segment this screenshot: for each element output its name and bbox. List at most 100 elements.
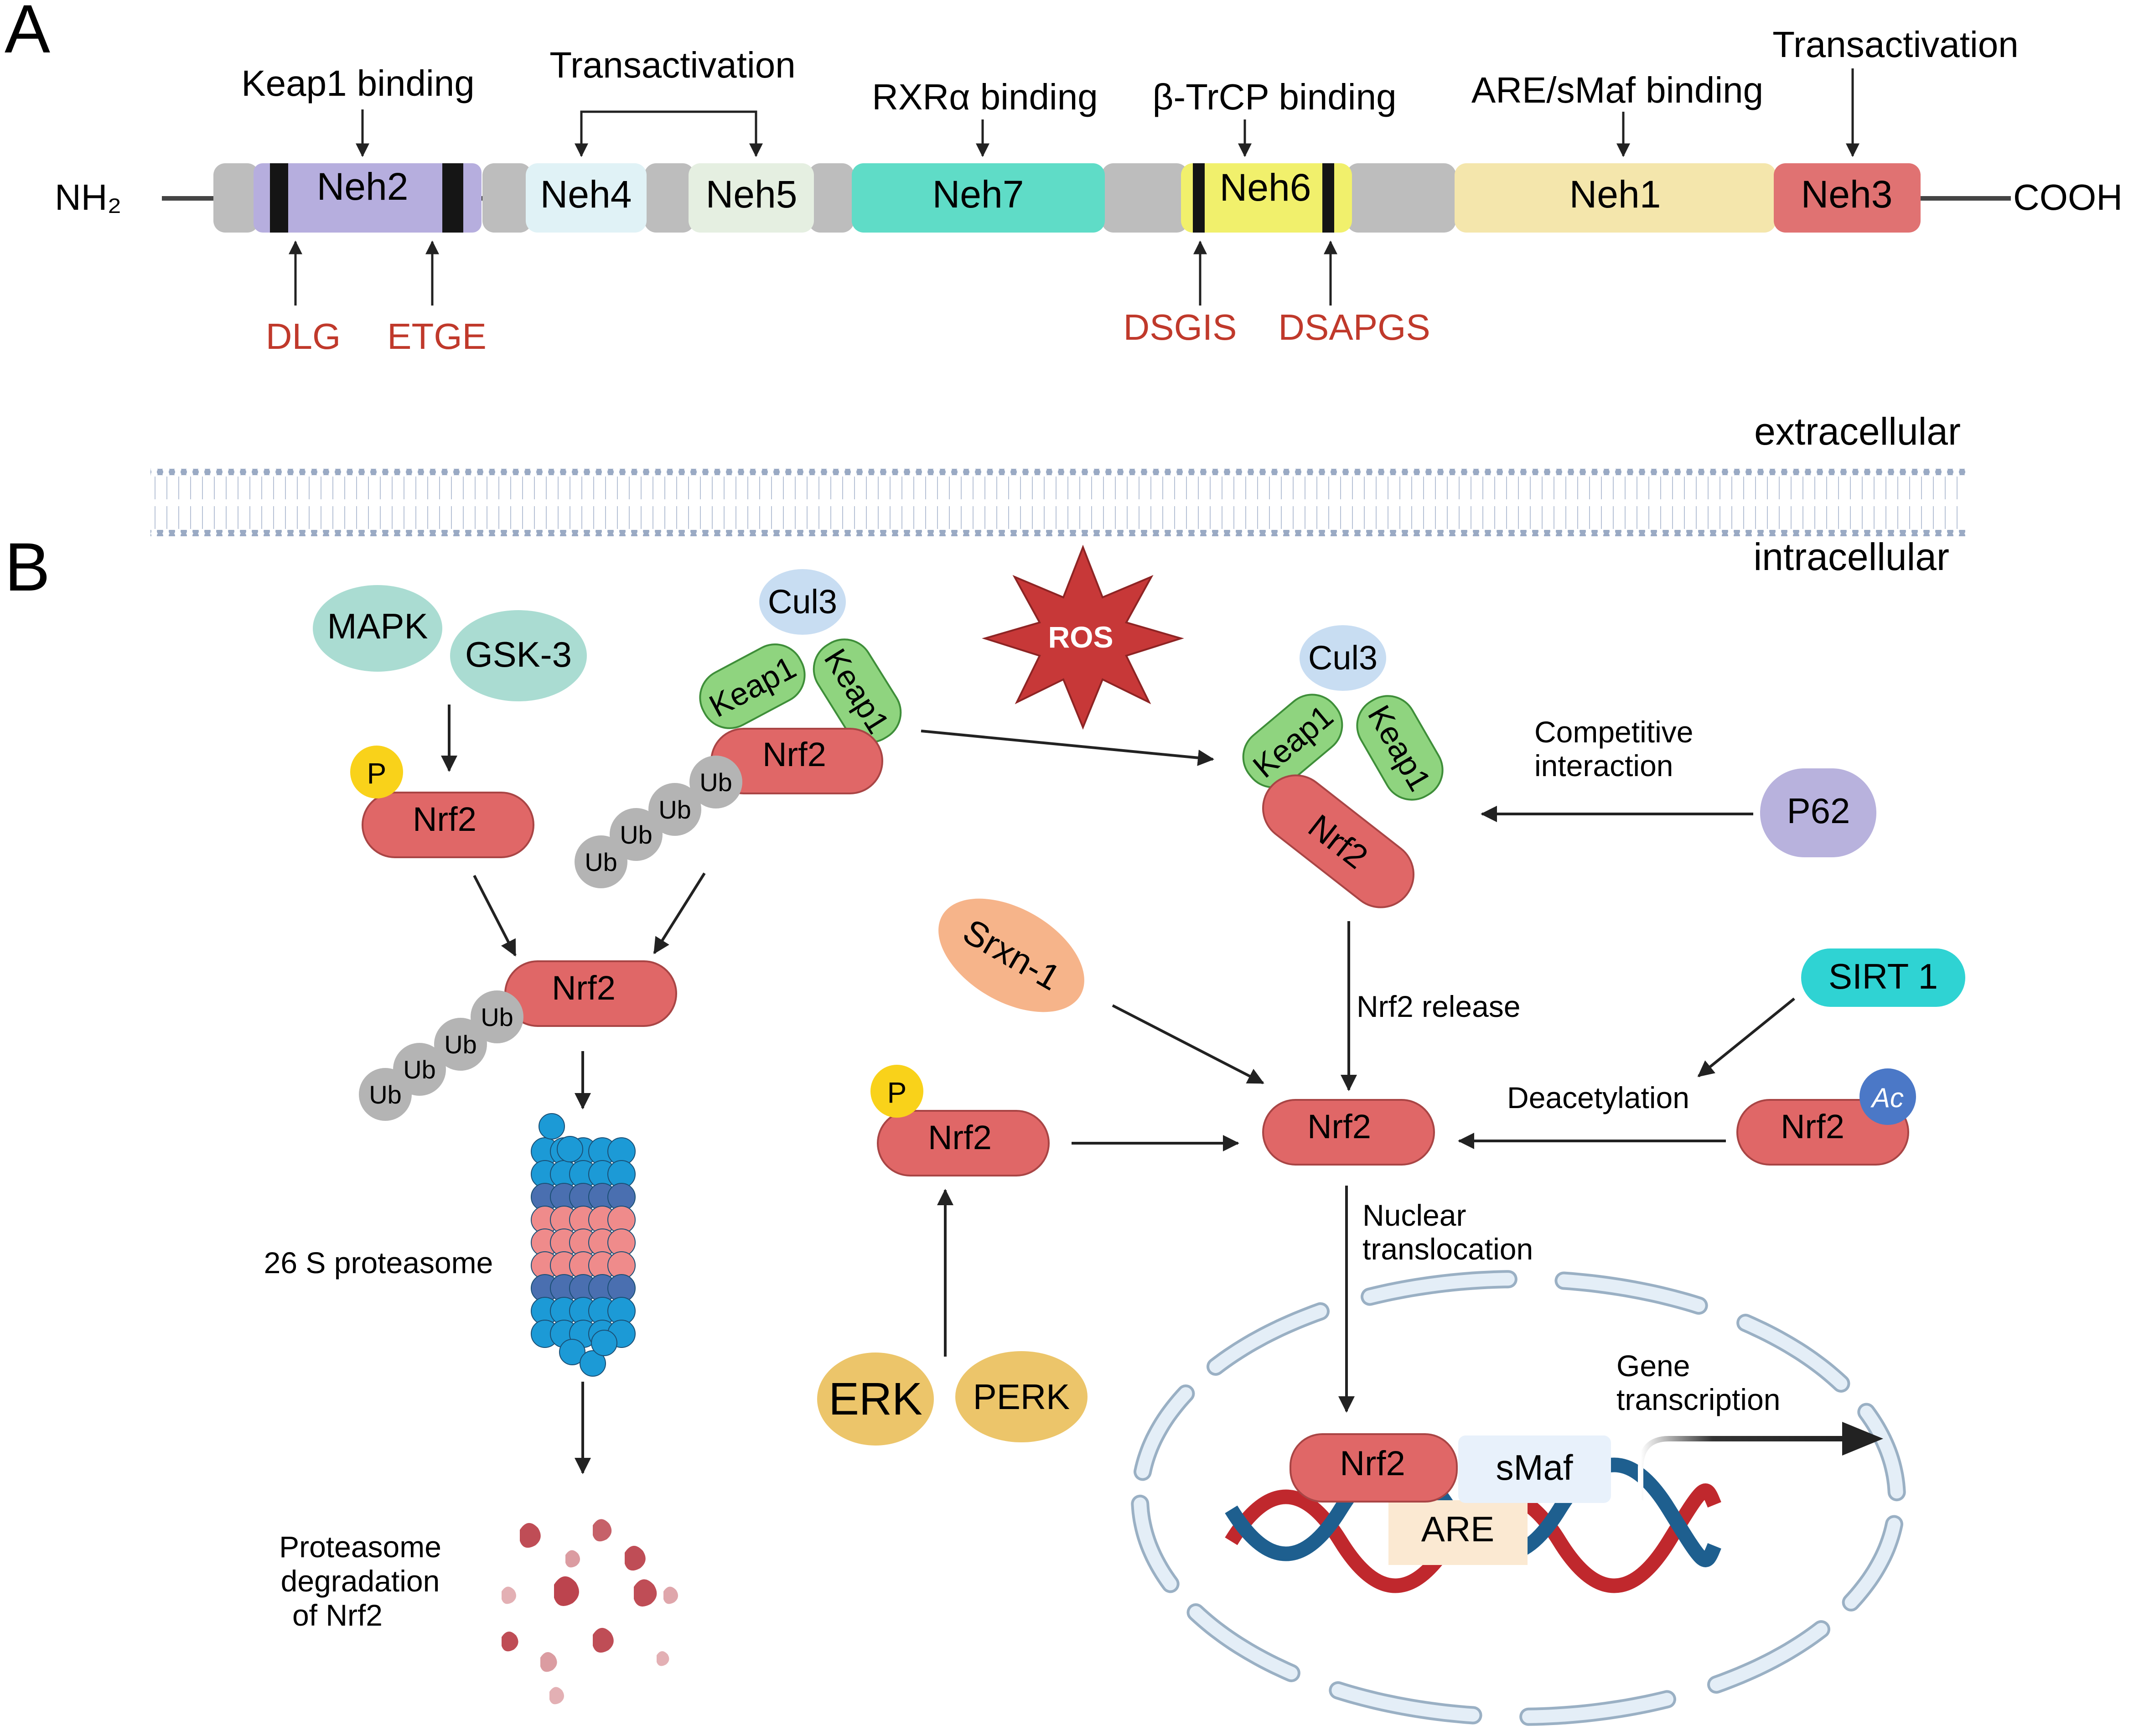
acetyl-group-icon: [1859, 1068, 1916, 1125]
srxn1-to-nrf2-arrow: [1112, 1004, 1264, 1084]
dsapgs-motif-bar: [1322, 163, 1334, 233]
panel-a: A NH₂ COOH Neh2 Neh4 Neh5 Neh7 Neh6 Neh1…: [5, 0, 2123, 357]
proteasome-subunit: [557, 1136, 583, 1162]
p62-protein: [1760, 768, 1876, 857]
phosphate-icon: [870, 1065, 923, 1118]
neh2-label: Neh2: [317, 165, 409, 208]
nuclear-envelope-segment-inner: [1209, 1305, 1327, 1373]
smaf-label: sMaf: [1496, 1447, 1573, 1487]
ub-4: [575, 835, 627, 888]
p62-label: P62: [1787, 791, 1850, 831]
panel-b-letter: B: [5, 529, 50, 605]
competitive-interaction-label-line1: Competitive: [1534, 715, 1693, 749]
keap1-subunit-left: Keap1: [699, 643, 806, 729]
gene-transcription-label-line2: transcription: [1616, 1383, 1781, 1416]
dsgis-motif-label: DSGIS: [1124, 307, 1237, 347]
proteasome-subunit: [539, 1113, 565, 1140]
proteasome-subunit: [591, 1330, 617, 1356]
gene-transcription-arrow: [1638, 1436, 1847, 1500]
neh1-label: Neh1: [1569, 173, 1661, 216]
ub-label: Ub: [369, 1080, 402, 1109]
nuclear-envelope-segment-inner: [1739, 1316, 1848, 1390]
proteasome-subunit: [580, 1350, 606, 1377]
nrf2-label: Nrf2: [552, 969, 616, 1007]
nrf2-phosphorylated-left: [362, 792, 534, 858]
neh4-domain: [526, 163, 647, 233]
nrf2-fragment: [593, 1627, 614, 1653]
gene-transcription-arrowhead: [1842, 1422, 1883, 1456]
keap1-cul3-nrf2-complex-right: Cul3 Keap1 Keap1 Nrf2: [1242, 625, 1444, 908]
ub-label: Ub: [403, 1055, 436, 1084]
nrf2-fragment: [502, 1586, 517, 1604]
acetyl-label: Ac: [1870, 1083, 1904, 1113]
panel-a-letter: A: [5, 0, 50, 67]
sirt1-label: SIRT 1: [1828, 956, 1938, 996]
nrf2-fragment: [554, 1576, 579, 1606]
ub-2: [648, 783, 701, 836]
neh1-domain: [1455, 163, 1776, 233]
linker-3: [644, 163, 694, 233]
ub-label: Ub: [620, 820, 653, 849]
dlg-motif-bar: [270, 163, 288, 233]
linker-6: [1347, 163, 1456, 233]
ros-burst-icon: [982, 544, 1184, 730]
neh3-label: Neh3: [1801, 173, 1893, 216]
ub-6: [434, 1018, 487, 1071]
sirt1-to-acetyl-nrf2-arrow: [1697, 997, 1795, 1078]
dsgis-motif-bar: [1193, 163, 1205, 233]
phospho-nrf2-to-ub-arrow: [473, 875, 517, 957]
membrane-head-row-top: [150, 469, 1965, 475]
neh6-domain: [1181, 163, 1352, 233]
panel-b: B extracellular intracellular MAPK GSK-3…: [5, 410, 1965, 1726]
neh4-label: Neh4: [540, 173, 632, 216]
ub-label: Ub: [658, 795, 691, 824]
neh2-domain: [254, 163, 482, 233]
nrf2-fragment: [540, 1652, 557, 1672]
nrf2-label: Nrf2: [1307, 1108, 1371, 1145]
nuclear-envelope-segment-inner: [1522, 1693, 1673, 1723]
nrf2-fragment: [565, 1550, 580, 1568]
neh7-domain: [852, 163, 1105, 233]
nh2-terminus-label: NH₂: [55, 177, 122, 218]
nuclear-envelope-segment-inner: [1189, 1606, 1298, 1679]
mapk-kinase: [313, 585, 442, 672]
nuclear-envelope-segment-inner: [1134, 1497, 1177, 1591]
nrf2-fragment: [634, 1579, 657, 1607]
26s-proteasome: [531, 1113, 636, 1377]
rxra-binding-label: RXRα binding: [872, 77, 1098, 117]
linker-5: [1102, 163, 1188, 233]
dlg-motif-label: DLG: [266, 316, 341, 357]
perk-label: PERK: [973, 1377, 1070, 1417]
linker-2: [482, 163, 532, 233]
phosphate-icon: [350, 746, 403, 798]
transactivation-bracket: [580, 110, 757, 153]
nrf2-fragment: [549, 1687, 565, 1705]
mapk-label: MAPK: [327, 606, 428, 646]
nrf2-fragment: [520, 1523, 541, 1548]
linker-4: [808, 163, 854, 233]
ub-label: Ub: [444, 1030, 477, 1059]
nuclear-envelope-segment-inner: [1844, 1518, 1901, 1609]
dsapgs-motif-label: DSAPGS: [1278, 307, 1430, 347]
nuclear-envelope: [1131, 1270, 1906, 1726]
nuclear-translocation-label-line1: Nuclear: [1362, 1198, 1466, 1232]
erk-label: ERK: [829, 1373, 922, 1425]
degradation-label-line1: Proteasome: [279, 1530, 441, 1564]
proteasome-subunit: [559, 1339, 585, 1365]
phosphate-label: P: [367, 757, 387, 790]
btrcp-binding-label: β-TrCP binding: [1152, 77, 1396, 117]
cooh-terminus-label: COOH: [2013, 177, 2123, 218]
cell-membrane: [150, 469, 1965, 536]
cul3-label: Cul3: [768, 583, 837, 621]
gsk3-label: GSK-3: [465, 634, 572, 674]
neh3-domain: [1774, 163, 1921, 233]
cul3-label: Cul3: [1308, 639, 1378, 677]
ub-5: [471, 990, 523, 1043]
neh5-domain: [689, 163, 814, 233]
ros-keap1-dissociation-arrow: [921, 730, 1214, 766]
nrf2-free-central: [1262, 1099, 1435, 1166]
proteasome-label: 26 S proteasome: [264, 1246, 493, 1280]
phosphate-label: P: [887, 1076, 907, 1109]
nuclear-envelope-segment-inner: [1557, 1274, 1705, 1312]
nrf2-release-label: Nrf2 release: [1357, 990, 1521, 1023]
